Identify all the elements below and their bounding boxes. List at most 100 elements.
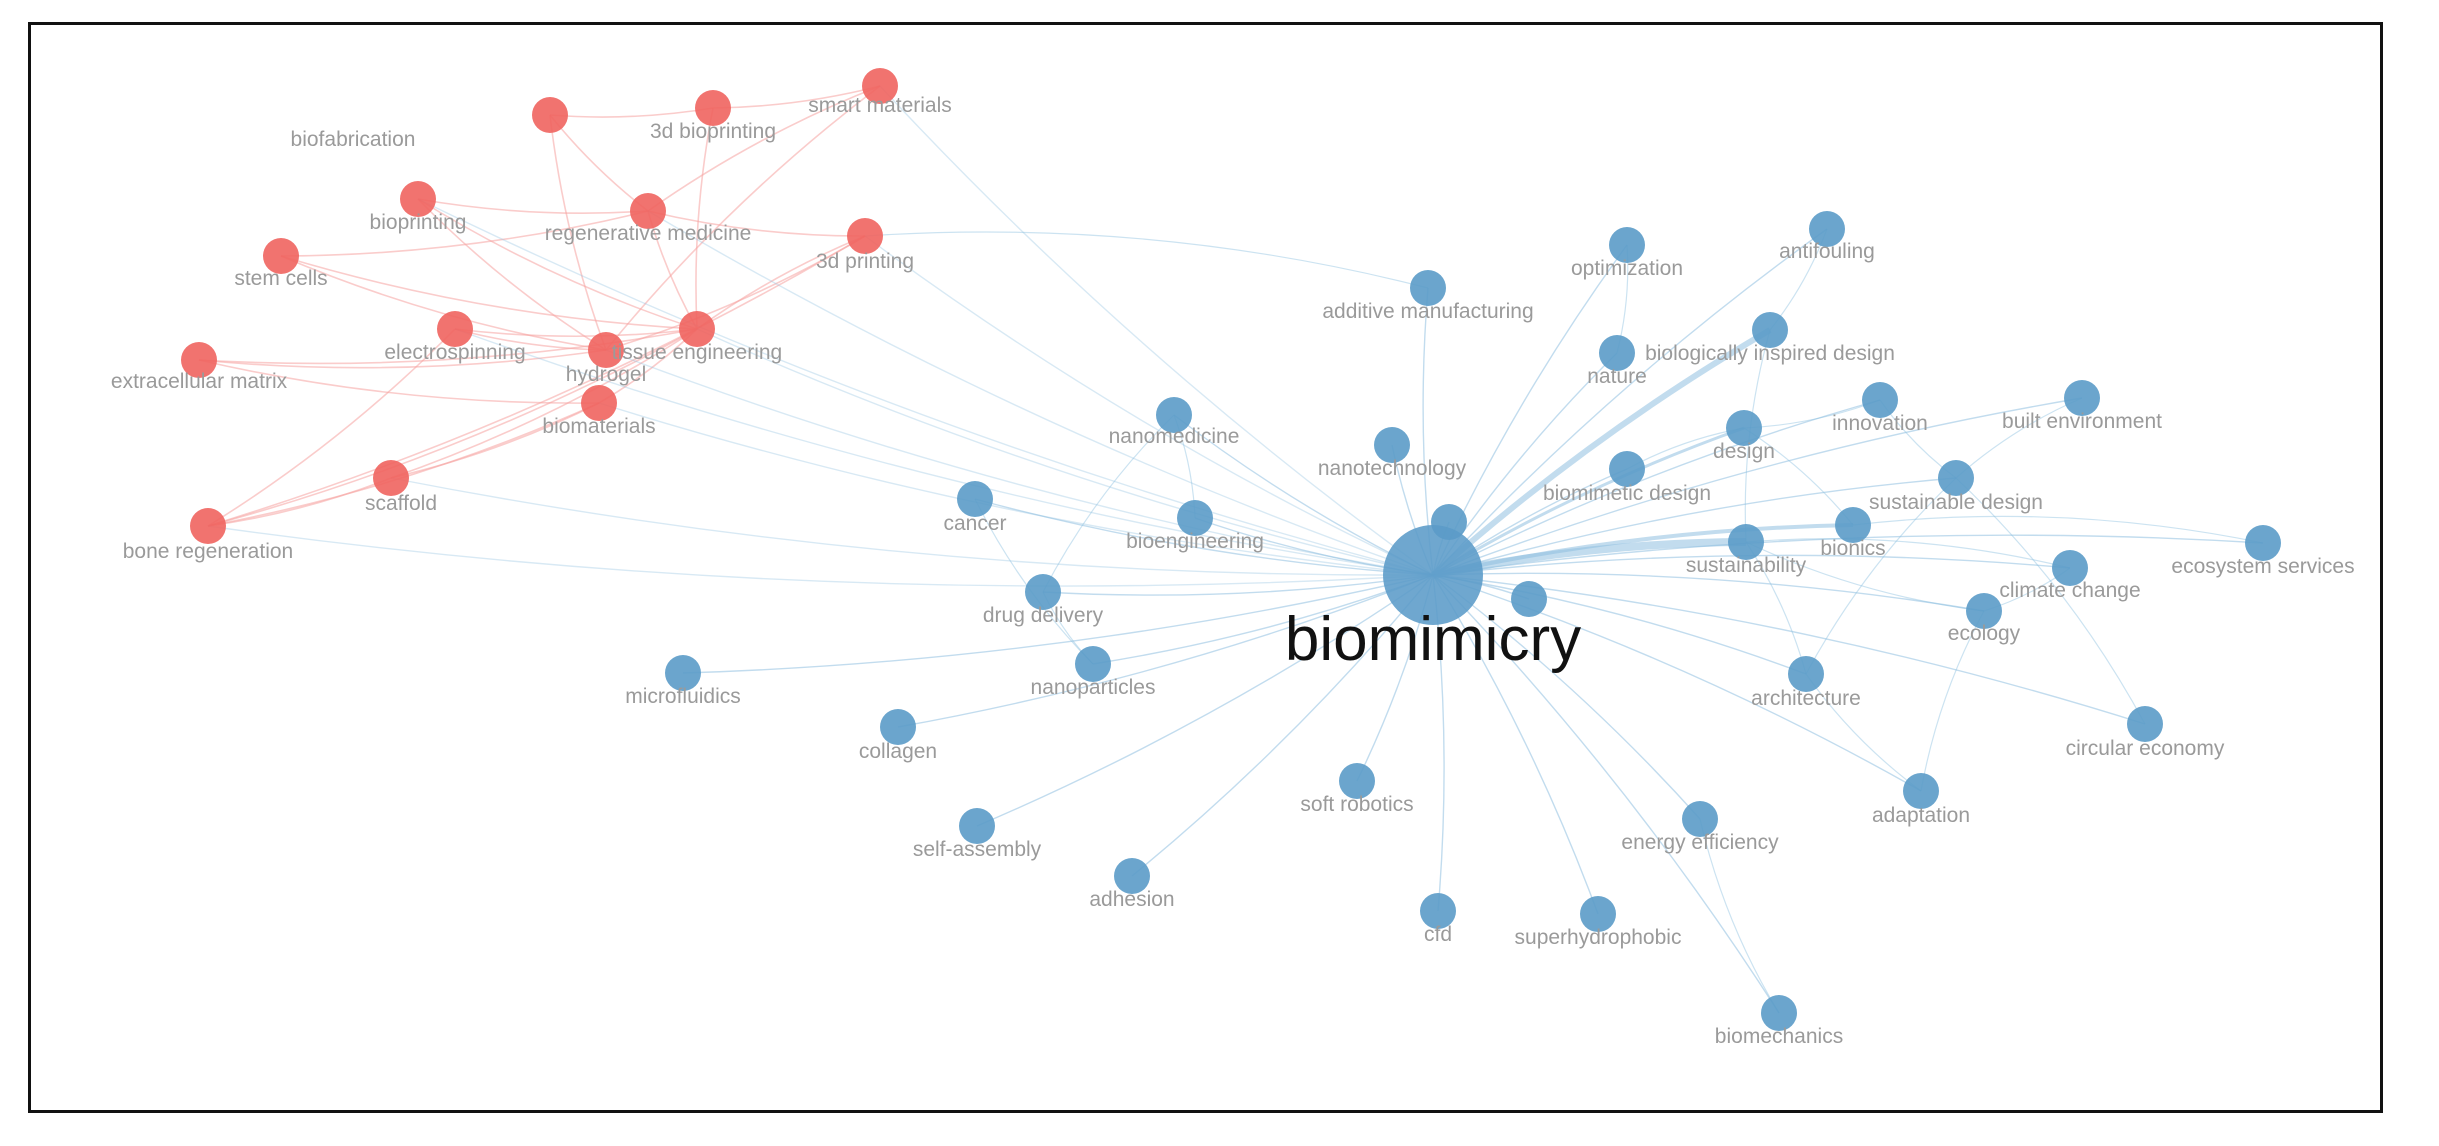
edge-smart_materials-regenerative_medicine xyxy=(647,85,881,212)
node-biomimicry xyxy=(1383,525,1483,625)
edge-bone_regeneration-tissue_engineering xyxy=(207,328,698,527)
node-optimization xyxy=(1609,227,1645,263)
edge-circular_economy-sustainable_design xyxy=(1955,477,2146,725)
node-circular-economy xyxy=(2127,706,2163,742)
node-ecosystem-services xyxy=(2245,525,2281,561)
label-adhesion: adhesion xyxy=(1089,888,1174,911)
label-circular-economy: circular economy xyxy=(2066,737,2225,760)
edge-electrospinning-tissue_engineering xyxy=(454,328,698,338)
edge-biofabrication-3d_bioprinting xyxy=(549,107,714,118)
edge-antifouling-biomimicry xyxy=(1432,228,1828,576)
node-smart-materials xyxy=(862,68,898,104)
label-energy-efficiency: energy efficiency xyxy=(1621,831,1779,854)
edge-stem_cells-regenerative_medicine xyxy=(280,210,649,257)
label-extracellular-matrix: extracellular matrix xyxy=(111,370,288,393)
node-3d-printing xyxy=(847,218,883,254)
node-biomaterials xyxy=(581,385,617,421)
edge-bioprinting-biomimicry xyxy=(417,198,1434,576)
edge-drug_delivery-biomimicry xyxy=(1042,574,1434,596)
node-biologically-inspired-design xyxy=(1752,312,1788,348)
label-3d-bioprinting: 3d bioprinting xyxy=(650,120,776,143)
edge-collagen-biomimicry xyxy=(897,574,1434,728)
node-soft-robotics xyxy=(1339,763,1375,799)
edge-scaffold-biomaterials xyxy=(390,402,600,479)
label-self-assembly: self-assembly xyxy=(913,838,1042,861)
node-unlabeled-1 xyxy=(1431,504,1467,540)
edge-microfluidics-biomimicry xyxy=(682,574,1434,674)
label-superhydrophobic: superhydrophobic xyxy=(1515,926,1682,949)
edge-scaffold-biomimicry xyxy=(390,477,1434,576)
node-cfd xyxy=(1420,893,1456,929)
edge-additive_manufacturing-3d_printing xyxy=(864,231,1429,289)
label-scaffold: scaffold xyxy=(365,492,437,515)
label-microfluidics: microfluidics xyxy=(625,685,741,708)
node-innovation xyxy=(1862,382,1898,418)
label-cfd: cfd xyxy=(1424,923,1452,946)
node-scaffold xyxy=(373,460,409,496)
node-built-environment xyxy=(2064,380,2100,416)
edge-biomechanics-biomimicry xyxy=(1432,574,1780,1014)
edge-adaptation-biomimicry xyxy=(1432,574,1922,792)
node-biofabrication xyxy=(532,97,568,133)
node-adaptation xyxy=(1903,773,1939,809)
node-nanoparticles xyxy=(1075,646,1111,682)
node-bionics xyxy=(1835,507,1871,543)
edge-innovation-biomimicry xyxy=(1432,399,1881,576)
edge-bone_regeneration-electrospinning xyxy=(207,328,456,527)
edge-superhydrophobic-biomimicry xyxy=(1432,574,1599,915)
edge-scaffold-tissue_engineering xyxy=(390,328,698,479)
edge-smart_materials-biomimicry xyxy=(879,85,1434,576)
edge-bioprinting-regenerative_medicine xyxy=(417,198,649,214)
edge-ecosystem_services-bionics xyxy=(1852,515,2264,544)
label-regenerative-medicine: regenerative medicine xyxy=(545,222,752,245)
edge-bone_regeneration-scaffold xyxy=(207,477,392,527)
label-hydrogel: hydrogel xyxy=(566,363,647,386)
edge-self_assembly-biomimicry xyxy=(976,574,1434,827)
label-bioprinting: bioprinting xyxy=(370,211,467,234)
edge-adhesion-biomimicry xyxy=(1131,574,1434,877)
node-3d-bioprinting xyxy=(695,90,731,126)
node-extracellular-matrix xyxy=(181,342,217,378)
label-bone-regeneration: bone regeneration xyxy=(123,540,293,563)
edge-sustainability-ecology xyxy=(1745,541,1985,612)
node-cancer xyxy=(957,481,993,517)
edge-biofabrication-hydrogel xyxy=(549,114,607,351)
edge-biologically_inspired_design-biomimicry xyxy=(1431,327,1772,578)
edge-smart_materials-hydrogel xyxy=(605,85,881,351)
label-ecosystem-services: ecosystem services xyxy=(2171,555,2354,578)
label-bionics: bionics xyxy=(1820,537,1885,560)
node-nanomedicine xyxy=(1156,397,1192,433)
edge-3d_bioprinting-tissue_engineering xyxy=(695,107,714,330)
label-cancer: cancer xyxy=(943,512,1006,535)
node-biomechanics xyxy=(1761,995,1797,1031)
node-bioprinting xyxy=(400,181,436,217)
edge-3d_printing-biomimicry xyxy=(864,235,1434,576)
network-nodes xyxy=(181,68,2281,1031)
label-antifouling: antifouling xyxy=(1779,240,1875,263)
node-sustainable-design xyxy=(1938,460,1974,496)
edge-sustainable_design-biomimicry xyxy=(1432,477,1957,576)
edge-electrospinning-biomimicry xyxy=(454,328,1434,576)
edge-bone_regeneration-3d_printing xyxy=(207,235,866,527)
edge-architecture-adaptation xyxy=(1805,673,1922,792)
node-biomimetic-design xyxy=(1609,451,1645,487)
label-nature: nature xyxy=(1587,365,1647,388)
edge-climate_change-sustainability xyxy=(1745,538,2071,569)
edge-bioprinting-hydrogel xyxy=(417,198,607,351)
edge-nanomedicine-drug_delivery xyxy=(1042,414,1175,593)
edge-stem_cells-hydrogel xyxy=(280,255,607,351)
label-nanoparticles: nanoparticles xyxy=(1031,676,1156,699)
label-smart-materials: smart materials xyxy=(808,94,952,117)
label-nanotechnology: nanotechnology xyxy=(1318,457,1467,480)
label-nanomedicine: nanomedicine xyxy=(1109,425,1240,448)
node-antifouling xyxy=(1809,211,1845,247)
edge-sustainable_design-architecture xyxy=(1805,477,1957,675)
node-collagen xyxy=(880,709,916,745)
label-biomimicry: biomimicry xyxy=(1285,605,1581,674)
edge-cancer-biomimicry xyxy=(974,498,1434,576)
edge-regenerative_medicine-biomimicry xyxy=(647,210,1434,576)
edge-bioprinting-tissue_engineering xyxy=(417,198,698,330)
edge-extracellular_matrix-hydrogel xyxy=(198,349,607,369)
label-collagen: collagen xyxy=(859,740,937,763)
label-stem-cells: stem cells xyxy=(234,267,327,290)
